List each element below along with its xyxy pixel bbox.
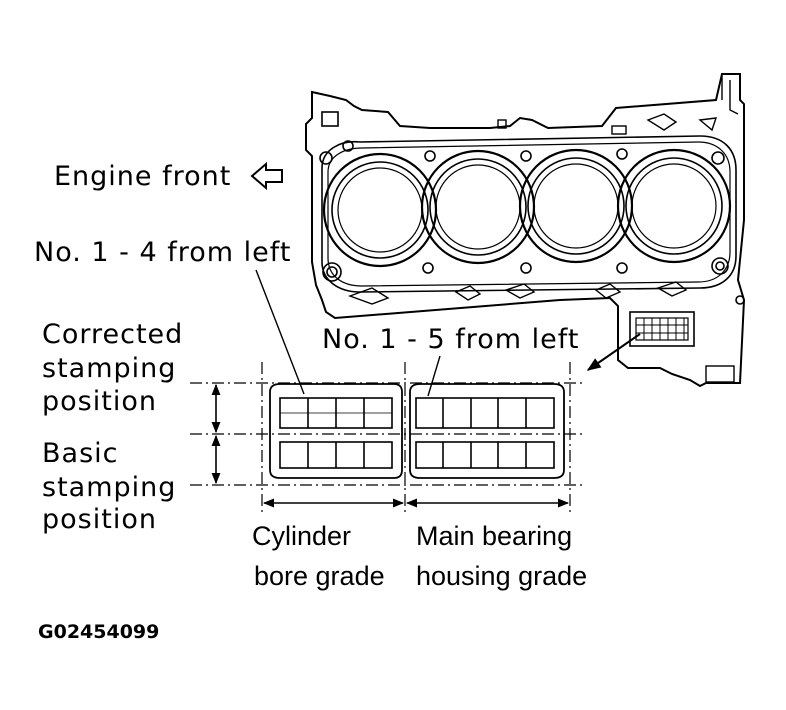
cylinder-4 — [616, 148, 732, 264]
svg-text:housing grade: housing grade — [416, 561, 587, 591]
main-bearing-housing-grade-label: Main bearing housing grade — [416, 521, 587, 591]
cylinder-3 — [518, 148, 634, 264]
engine-block — [305, 73, 746, 388]
svg-text:Corrected: Corrected — [42, 319, 183, 350]
svg-text:Basic: Basic — [42, 438, 118, 469]
cylinder-bore-grade-label: Cylinder bore grade — [252, 521, 385, 591]
bearing-sequence-label: No. 1 - 5 from left — [322, 324, 579, 355]
basic-position-label: Basic stamping position — [42, 438, 176, 535]
svg-text:position: position — [42, 504, 157, 535]
gasket-bead — [321, 135, 737, 293]
detail-arrow — [586, 333, 641, 371]
bearing-sequence-leader — [427, 355, 441, 397]
svg-text:Main bearing: Main bearing — [416, 521, 572, 551]
cylinder-sequence-leader — [255, 269, 305, 395]
stamping-detail — [190, 362, 582, 512]
svg-text:bore grade: bore grade — [254, 561, 385, 591]
bolt-holes — [319, 140, 745, 305]
arrow-left-outline-icon — [250, 161, 283, 191]
block-outline — [305, 73, 746, 388]
svg-text:stamping: stamping — [42, 353, 176, 384]
cylinder-1 — [322, 152, 438, 268]
cylinder-sequence-label: No. 1 - 4 from left — [34, 237, 291, 268]
svg-text:Cylinder: Cylinder — [252, 521, 351, 551]
cylinder-grade-cells — [279, 397, 393, 469]
figure-id: G02454099 — [38, 621, 159, 643]
corrected-position-label: Corrected stamping position — [42, 319, 183, 417]
engine-front-label: Engine front — [54, 161, 231, 192]
cylinder-2 — [420, 149, 536, 265]
svg-text:stamping: stamping — [42, 472, 176, 503]
svg-text:position: position — [42, 386, 157, 417]
stamping-plate-on-block — [629, 311, 695, 347]
bearing-grade-cells — [415, 397, 555, 469]
